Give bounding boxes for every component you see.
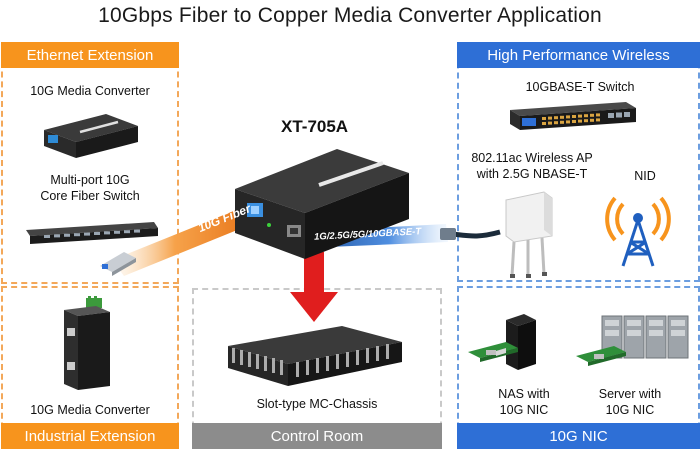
- nic-footer: 10G NIC: [457, 423, 700, 449]
- media-converter-top-device: [40, 108, 140, 160]
- rj45-cable: [451, 229, 501, 239]
- core-switch-label-line1: Multi-port 10G: [50, 173, 130, 187]
- media-converter-bottom-label: 10G Media Converter: [30, 403, 150, 417]
- core-switch-label: Multi-port 10G Core Fiber Switch: [8, 172, 172, 204]
- industrial-media-converter-device: [56, 296, 120, 392]
- arrow-shaft: [304, 252, 324, 294]
- chassis-label: Slot-type MC-Chassis: [256, 397, 378, 411]
- xt-705a-device: [233, 145, 411, 261]
- rj45-plug: [440, 228, 456, 240]
- ap-label-line1: 802.11ac Wireless AP: [471, 151, 593, 165]
- server-label-line2: 10G NIC: [605, 403, 655, 417]
- server-label-line1: Server with: [598, 387, 662, 401]
- ap-label-line2: with 2.5G NBASE-T: [476, 167, 588, 181]
- wireless-ap-label: 802.11ac Wireless AP with 2.5G NBASE-T: [462, 150, 602, 182]
- mc-chassis-device: [224, 322, 404, 388]
- media-converter-top-label: 10G Media Converter: [30, 84, 150, 98]
- industrial-extension-footer: Industrial Extension: [1, 423, 179, 449]
- core-fiber-switch-device: [24, 218, 160, 248]
- control-room-footer: Control Room: [192, 423, 442, 449]
- nas-label-line2: 10G NIC: [499, 403, 549, 417]
- page-title: 10Gbps Fiber to Copper Media Converter A…: [98, 4, 602, 27]
- fiber-link-beam: [112, 206, 252, 276]
- switch-10gbase-t-device: [508, 100, 638, 132]
- wireless-ap-device: [500, 190, 558, 280]
- arrow-head: [290, 292, 338, 322]
- nas-device: [466, 312, 552, 372]
- nid-label: NID: [634, 169, 656, 183]
- nid-tower-icon: [603, 190, 673, 268]
- switch-10gbase-t-label: 10GBASE-T Switch: [525, 80, 635, 94]
- high-performance-wireless-header: High Performance Wireless: [457, 42, 700, 68]
- server-label: Server with 10G NIC: [580, 386, 680, 418]
- core-switch-label-line2: Core Fiber Switch: [40, 189, 140, 203]
- ethernet-extension-header: Ethernet Extension: [1, 42, 179, 68]
- sfp-module: [98, 248, 138, 276]
- nas-label: NAS with 10G NIC: [476, 386, 572, 418]
- server-device: [574, 314, 694, 374]
- nas-label-line1: NAS with: [498, 387, 550, 401]
- model-label: XT-705A: [281, 117, 349, 136]
